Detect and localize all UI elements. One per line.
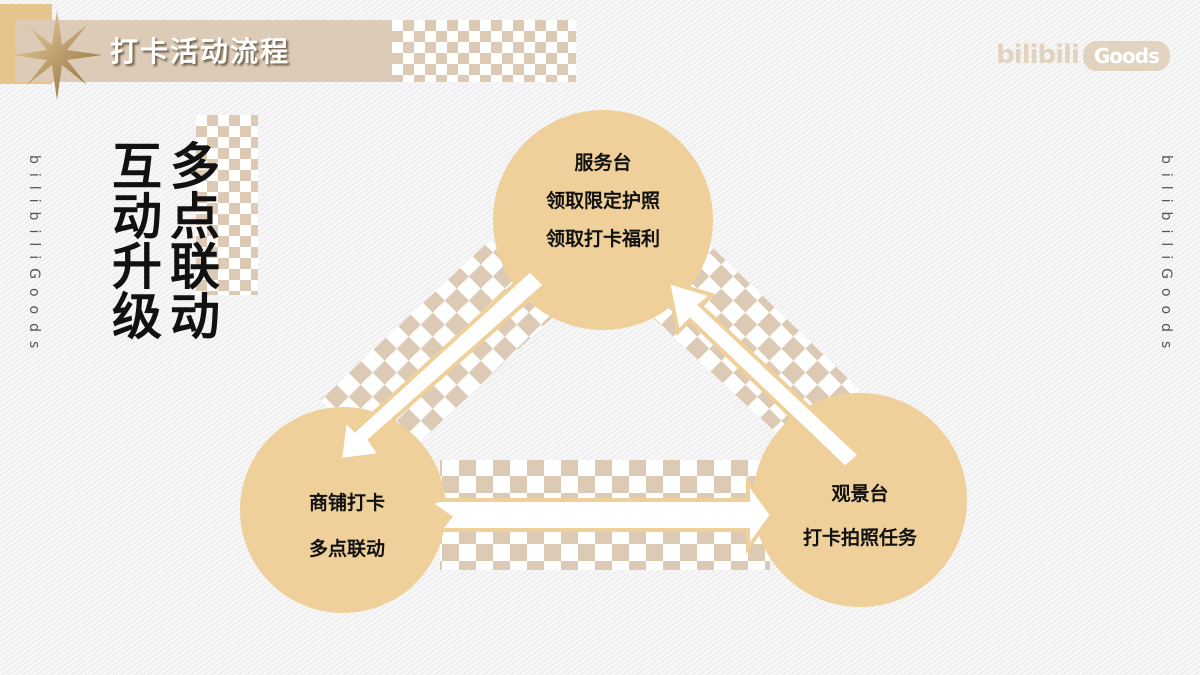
- arrow-shop-to-view: [425, 475, 775, 555]
- star-icon: [12, 10, 102, 100]
- title-bar: [15, 20, 393, 82]
- node-circle-view: [753, 393, 967, 607]
- slogan-col2: 多点联动: [162, 140, 220, 340]
- node-line: 多点联动: [308, 538, 385, 560]
- node-view: 观景台 打卡拍照任务: [740, 472, 980, 560]
- page-title: 打卡活动流程: [110, 35, 291, 68]
- node-line: 领取限定护照: [545, 190, 660, 212]
- side-text-left: bilibiliGoods: [26, 155, 42, 358]
- side-text-right: bilibiliGoods: [1158, 155, 1174, 358]
- node-shop: 商铺打卡 多点联动: [227, 480, 467, 572]
- node-line: 服务台: [574, 152, 632, 174]
- arrow-view-to-service: [665, 279, 863, 471]
- node-circle-shop: [240, 407, 446, 613]
- slogan-checker-decoration: [196, 115, 258, 295]
- node-line: 打卡拍照任务: [802, 527, 917, 549]
- node-line: 观景台: [831, 483, 889, 505]
- title-checker-decoration: [392, 20, 576, 82]
- node-circle-service: [493, 110, 713, 330]
- slogan-col1: 互动升级: [104, 140, 162, 340]
- node-line: 商铺打卡: [308, 492, 385, 514]
- node-service: 服务台 领取限定护照 领取打卡福利: [483, 144, 723, 258]
- arrow-service-to-shop: [337, 267, 548, 463]
- node-line: 领取打卡福利: [545, 228, 660, 250]
